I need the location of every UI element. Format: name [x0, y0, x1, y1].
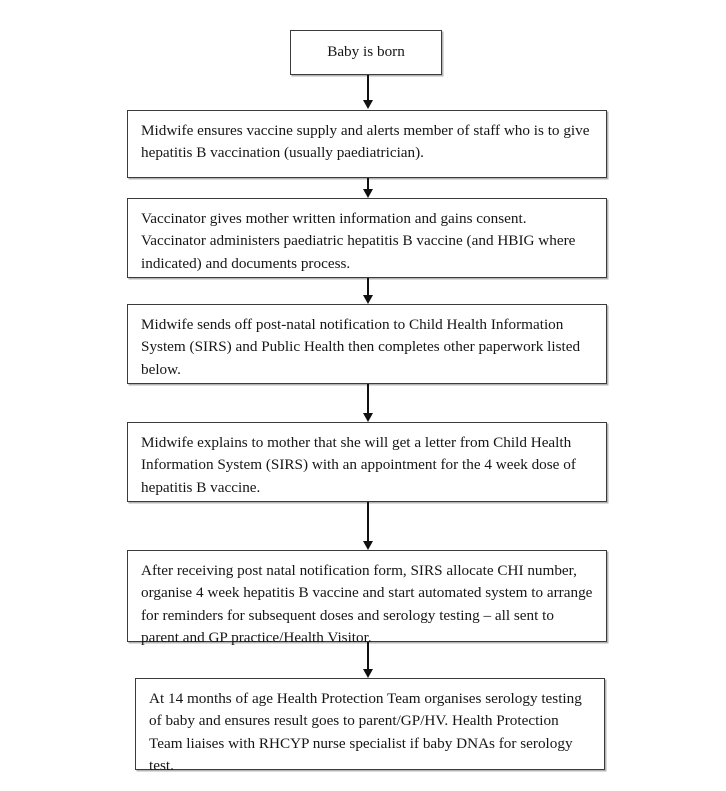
- flow-node-midwife-vaccine-supply: Midwife ensures vaccine supply and alert…: [127, 110, 607, 178]
- flow-node-post-natal-notification: Midwife sends off post-natal notificatio…: [127, 304, 607, 384]
- flow-node-vaccinator-consent: Vaccinator gives mother written informat…: [127, 198, 607, 278]
- flow-node-text: Midwife ensures vaccine supply and alert…: [141, 122, 590, 162]
- flow-node-text: After receiving post natal notification …: [141, 562, 593, 647]
- flow-node-midwife-explains-letter: Midwife explains to mother that she will…: [127, 422, 607, 502]
- flow-node-sirs-allocate-chi: After receiving post natal notification …: [127, 550, 607, 646]
- flow-node-text: Baby is born: [327, 43, 405, 61]
- flow-node-text: Midwife sends off post-natal notificatio…: [141, 316, 581, 378]
- flow-node-text: Vaccinator gives mother written informat…: [141, 210, 576, 272]
- flow-node-text: At 14 months of age Health Protection Te…: [149, 690, 582, 775]
- flow-node-14-months-serology: At 14 months of age Health Protection Te…: [135, 678, 605, 774]
- flow-node-text: Midwife explains to mother that she will…: [141, 434, 576, 496]
- flow-node-baby-is-born: Baby is born: [290, 30, 442, 75]
